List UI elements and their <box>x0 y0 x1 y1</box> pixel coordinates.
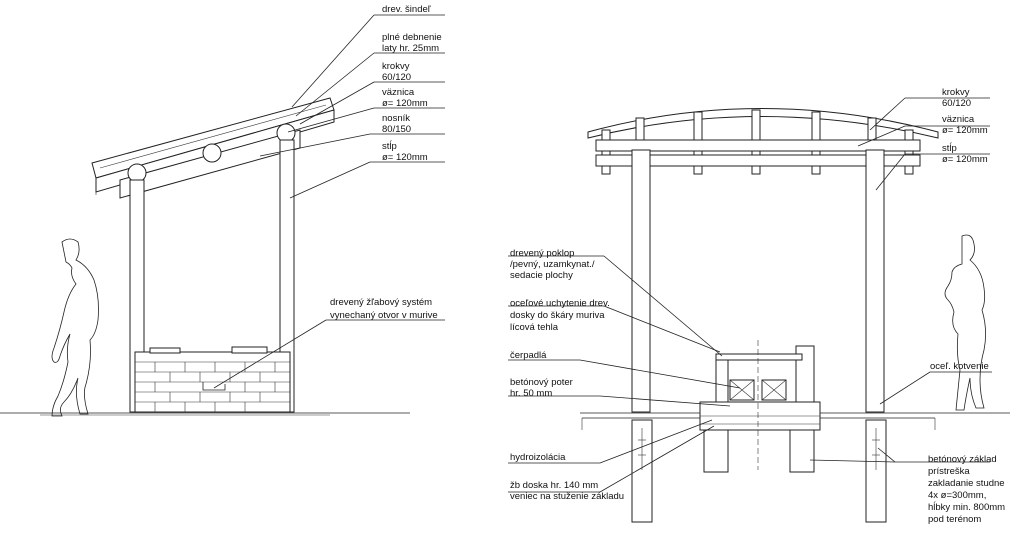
label-zaklad-1: betónový základ <box>928 454 997 465</box>
label-stlp-2: ø= 120mm <box>382 152 428 163</box>
label-zlab-1: drevený žľabový systém <box>330 297 432 308</box>
label-krokvy-1: krokvy <box>382 61 410 72</box>
purlin-left-1 <box>127 163 147 183</box>
label-vaznica-right-2: ø= 120mm <box>942 125 988 136</box>
label-doska-2: veniec na stuženie základu <box>510 491 624 502</box>
brick-joints-left <box>135 361 290 412</box>
label-vaznica-2: ø= 120mm <box>382 98 428 109</box>
purlin-left-2 <box>202 143 222 163</box>
label-krokvy-2: 60/120 <box>382 72 411 83</box>
label-vaznica-right-1: väznica <box>942 114 975 125</box>
well-cap-left-1 <box>149 347 181 354</box>
well-foundation-1 <box>703 429 729 473</box>
label-debnenie-2: laty hr. 25mm <box>382 43 439 54</box>
label-kotvenie: oceľ. kotvenie <box>930 361 989 372</box>
right-section: krokvy 60/120 väznica ø= 120mm stĺp ø= 1… <box>508 87 1010 525</box>
well-wall-left <box>715 353 729 403</box>
label-zaklad-3: zakladanie studne <box>928 478 1005 489</box>
human-silhouette-right <box>944 234 986 411</box>
foundation-right-1 <box>631 419 653 523</box>
left-section: drev. šindeľ plné debnenie laty hr. 25mm… <box>0 4 445 417</box>
label-zaklad-5: hĺbky min. 800mm <box>928 501 1005 513</box>
label-debnenie-1: plné debnenie <box>382 32 442 43</box>
label-poklop-1: drevený poklop <box>510 248 574 259</box>
label-krokvy-right-1: krokvy <box>942 87 970 98</box>
human-silhouette-left <box>51 238 99 417</box>
label-hydro: hydroizolácia <box>510 452 566 463</box>
label-poklop-3: sedacie plochy <box>510 270 573 281</box>
purlin-left-3 <box>276 123 296 143</box>
post-right-2 <box>865 149 885 413</box>
label-uchytenie-1: oceľové uchytenie drev. <box>510 298 610 309</box>
label-stlp-right-2: ø= 120mm <box>942 154 988 165</box>
right-leaders <box>508 97 992 493</box>
label-zaklad-2: prístreška <box>928 466 970 477</box>
label-poter-2: hr. 50 mm <box>510 388 552 399</box>
label-poklop-2: /pevný, uzamkynat./ <box>510 259 595 270</box>
well-cap-left-2 <box>231 346 268 354</box>
label-sindel: drev. šindeľ <box>382 4 431 15</box>
label-poter-1: betónový poter <box>510 377 573 388</box>
label-nosnik-2: 80/150 <box>382 124 411 135</box>
well-lid <box>715 353 803 361</box>
anchor-marks <box>638 428 880 470</box>
roof-eave-right <box>587 108 939 139</box>
label-zaklad-6: pod terénom <box>928 514 981 525</box>
label-zlab-2: vynechaný otvor v murive <box>330 310 438 321</box>
label-stlp-right-1: stĺp <box>942 142 957 154</box>
label-cerpadla: čerpadlá <box>510 350 547 361</box>
well-foundation-2 <box>789 429 815 473</box>
label-uchytenie-3: lícová tehla <box>510 322 559 333</box>
label-krokvy-right-2: 60/120 <box>942 98 971 109</box>
foundation-right-2 <box>865 419 887 523</box>
label-nosnik-1: nosník <box>382 113 410 124</box>
label-vaznica-1: väznica <box>382 87 415 98</box>
left-leaders <box>213 14 445 389</box>
label-zaklad-4: 4x ø=300mm, <box>928 490 986 501</box>
purlin-right-bottom <box>595 154 921 167</box>
label-uchytenie-2: dosky do škáry muriva <box>510 310 605 321</box>
label-doska-1: žb doska hr. 140 mm <box>510 480 598 491</box>
post-right-1 <box>631 149 651 413</box>
gutter-opening-left <box>202 382 226 391</box>
purlin-right-top <box>595 139 921 152</box>
label-stlp-1: stĺp <box>382 140 397 152</box>
